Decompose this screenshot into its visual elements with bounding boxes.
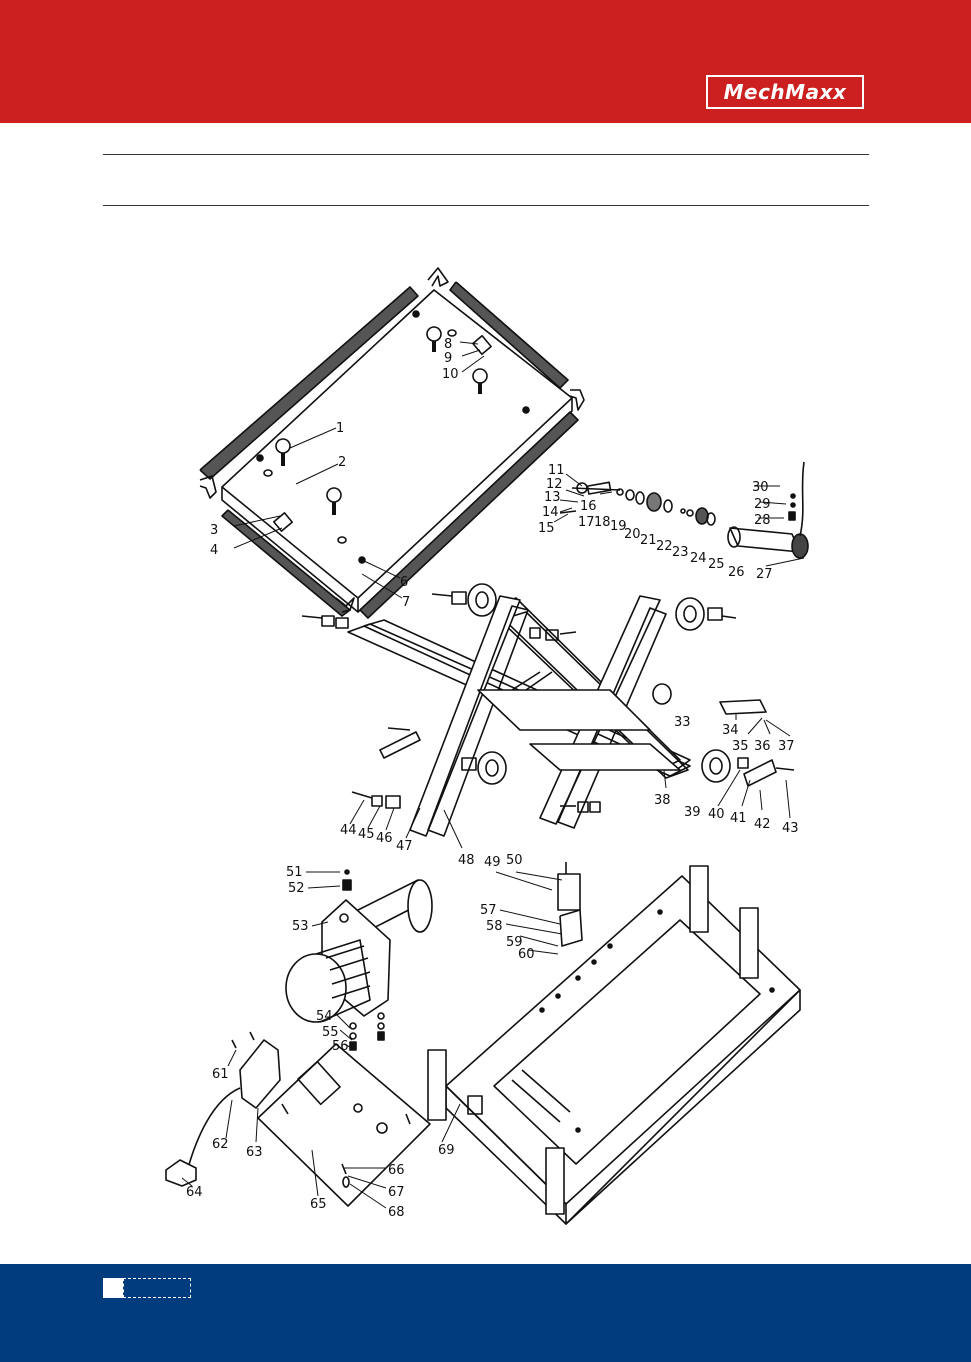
part-label: 41 xyxy=(730,811,747,826)
part-label: 37 xyxy=(778,739,795,754)
part-label: 43 xyxy=(782,821,799,836)
part-label: 58 xyxy=(486,919,503,934)
part-label: 23 xyxy=(672,545,689,560)
part-label: 27 xyxy=(756,567,773,582)
part-label: 30 xyxy=(752,480,769,495)
part-label: 54 xyxy=(316,1009,333,1024)
part-label: 60 xyxy=(518,947,535,962)
part-label: 38 xyxy=(654,793,671,808)
part-label: 66 xyxy=(388,1163,405,1178)
part-label: 29 xyxy=(754,497,771,512)
part-label: 33 xyxy=(674,715,691,730)
part-label: 34 xyxy=(722,723,739,738)
part-label: 7 xyxy=(402,595,410,610)
part-label: 53 xyxy=(292,919,309,934)
part-label: 20 xyxy=(624,527,641,542)
part-label: 24 xyxy=(690,551,707,566)
part-label: 57 xyxy=(480,903,497,918)
part-label: 13 xyxy=(544,490,561,505)
part-label: 25 xyxy=(708,557,725,572)
page-marker xyxy=(103,1278,123,1298)
part-label: 6 xyxy=(400,575,408,590)
part-label: 40 xyxy=(708,807,725,822)
part-label: 15 xyxy=(538,521,555,536)
part-label: 11 xyxy=(548,463,565,478)
part-label: 49 xyxy=(484,855,501,870)
part-label: 51 xyxy=(286,865,303,880)
part-label: 62 xyxy=(212,1137,229,1152)
part-label: 16 xyxy=(580,499,597,514)
part-label: 21 xyxy=(640,533,657,548)
part-label: 67 xyxy=(388,1185,405,1200)
part-label: 2 xyxy=(338,455,346,470)
part-label: 17 xyxy=(578,515,595,530)
part-label: 50 xyxy=(506,853,523,868)
part-label: 14 xyxy=(542,505,559,520)
part-label: 69 xyxy=(438,1143,455,1158)
roller-assembly xyxy=(560,462,808,558)
motor xyxy=(286,870,432,1050)
part-label: 42 xyxy=(754,817,771,832)
part-label: 39 xyxy=(684,805,701,820)
part-label: 8 xyxy=(444,337,452,352)
part-label: 56 xyxy=(332,1039,349,1054)
scissor-frame xyxy=(302,584,794,836)
part-label: 68 xyxy=(388,1205,405,1220)
part-label: 22 xyxy=(656,539,673,554)
part-label: 47 xyxy=(396,839,413,854)
part-label: 45 xyxy=(358,827,375,842)
part-label: 26 xyxy=(728,565,745,580)
page-number-box xyxy=(123,1278,191,1298)
part-label: 9 xyxy=(444,351,452,366)
part-label: 61 xyxy=(212,1067,229,1082)
part-label: 36 xyxy=(754,739,771,754)
table-top-plate xyxy=(200,268,584,618)
part-label: 3 xyxy=(210,523,218,538)
part-label: 18 xyxy=(594,515,611,530)
footer-banner xyxy=(0,1264,971,1362)
part-label: 4 xyxy=(210,543,218,558)
part-label: 55 xyxy=(322,1025,339,1040)
part-label: 46 xyxy=(376,831,393,846)
control-components xyxy=(166,1032,430,1206)
part-label: 65 xyxy=(310,1197,327,1212)
part-label: 48 xyxy=(458,853,475,868)
part-label: 1 xyxy=(336,421,344,436)
part-label: 52 xyxy=(288,881,305,896)
part-label: 10 xyxy=(442,367,459,382)
part-label: 63 xyxy=(246,1145,263,1160)
part-label: 28 xyxy=(754,513,771,528)
part-label: 64 xyxy=(186,1185,203,1200)
part-label: 35 xyxy=(732,739,749,754)
part-label: 44 xyxy=(340,823,357,838)
